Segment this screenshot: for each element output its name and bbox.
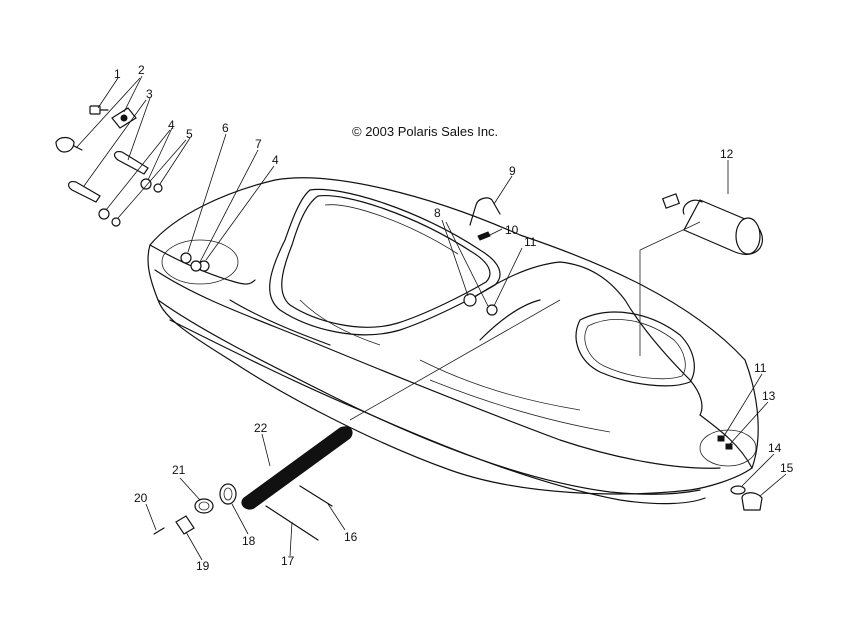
callout-20: 20 xyxy=(134,491,148,505)
part-2-cleat xyxy=(55,107,137,153)
callout-8: 8 xyxy=(434,206,441,220)
part-13-stern-fitting xyxy=(717,435,733,450)
callout-4b: 4 xyxy=(272,153,279,167)
part-6-7-grommet xyxy=(180,252,202,272)
part-16-rod xyxy=(299,485,333,507)
callout-11: 11 xyxy=(524,235,537,249)
callout-5: 5 xyxy=(186,127,193,141)
part-5-washer xyxy=(111,183,163,227)
part-3-u-bolt xyxy=(67,151,149,203)
callout-numbers: 1 2 3 4 5 6 7 4 8 9 10 11 12 11 13 14 15… xyxy=(114,63,794,573)
part-10-clip xyxy=(477,231,491,241)
callout-19: 19 xyxy=(196,559,210,573)
callout-2: 2 xyxy=(138,63,145,77)
part-1-screw xyxy=(89,105,109,115)
callout-15: 15 xyxy=(780,461,794,475)
callout-6: 6 xyxy=(222,121,229,135)
part-20-screw xyxy=(153,527,165,535)
callout-17: 17 xyxy=(281,554,295,568)
part-22-hose xyxy=(241,426,353,510)
hull-body xyxy=(147,177,759,505)
part-21-clamp xyxy=(194,498,214,514)
callout-22: 22 xyxy=(254,421,268,435)
callout-16: 16 xyxy=(344,530,358,544)
part-8-fitting xyxy=(463,293,498,316)
callout-3: 3 xyxy=(146,87,153,101)
callout-18: 18 xyxy=(242,534,256,548)
callout-11b: 11 xyxy=(754,361,767,375)
callout-9: 9 xyxy=(509,164,516,178)
callout-7: 7 xyxy=(255,137,262,151)
callout-1: 1 xyxy=(114,67,121,81)
callout-14: 14 xyxy=(768,441,782,455)
leader-lines xyxy=(75,75,787,561)
callout-12: 12 xyxy=(720,147,734,161)
callout-13: 13 xyxy=(762,389,776,403)
part-18-clamp xyxy=(219,483,237,505)
part-12-extinguisher xyxy=(661,193,763,255)
copyright-text: © 2003 Polaris Sales Inc. xyxy=(352,124,498,139)
callout-10: 10 xyxy=(505,223,519,237)
part-19-coupler xyxy=(175,515,195,535)
callout-21: 21 xyxy=(172,463,186,477)
part-9-handle xyxy=(469,197,501,226)
callout-4: 4 xyxy=(168,118,175,132)
part-14-ring xyxy=(730,485,746,495)
part-15-tow-eye xyxy=(741,492,763,511)
